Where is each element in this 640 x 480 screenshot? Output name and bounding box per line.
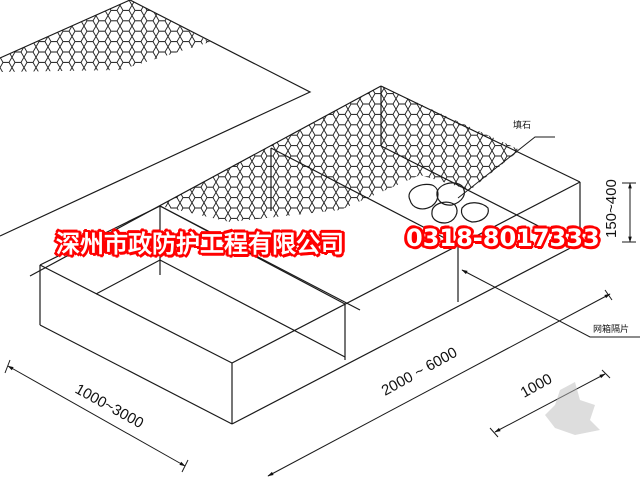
phone-watermark: 0318-8017333	[406, 224, 600, 252]
diaphragm-label: 网箱隔片	[593, 323, 629, 335]
width-dimension: 1000~3000	[4, 359, 189, 473]
length-dimension-text: 2000 ~ 6000	[379, 344, 461, 400]
diaphragm-leader: 网箱隔片	[461, 269, 640, 338]
width-dimension-text: 1000~3000	[72, 381, 146, 432]
fill-stones	[408, 182, 489, 224]
company-watermark: 深州市政防护工程有限公司	[56, 230, 344, 258]
height-dimension: 150~400	[603, 179, 636, 243]
lid-panel	[0, 0, 312, 237]
back-mesh-face	[29, 85, 581, 311]
fill-stone-label: 填石	[513, 119, 531, 131]
height-dimension-text: 150~400	[603, 179, 620, 238]
site-logo-icon	[545, 382, 600, 435]
gabion-box	[39, 181, 581, 425]
fill-stone-leader: 填石	[457, 119, 555, 199]
